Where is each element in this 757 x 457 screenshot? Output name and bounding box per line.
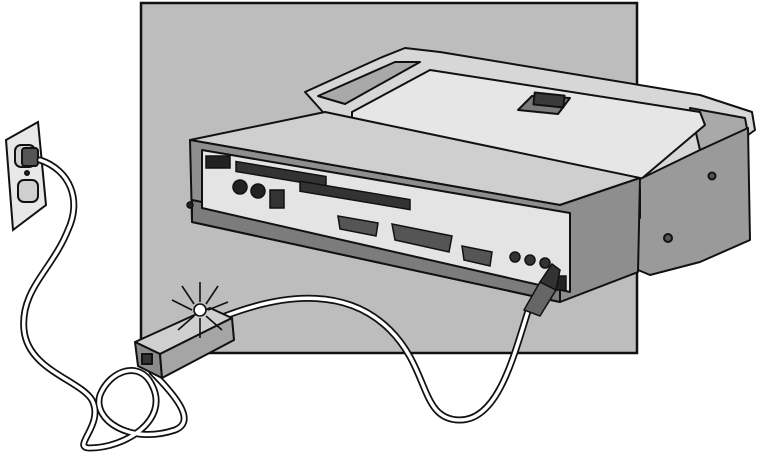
outlet-plate	[4, 120, 48, 232]
latch-indicator	[532, 91, 566, 109]
ps2-port-keyboard	[250, 183, 266, 199]
wall-outlet	[4, 120, 48, 232]
left-rail	[317, 61, 421, 105]
audio-line-in	[509, 251, 521, 263]
device-bay-label	[205, 155, 231, 169]
dc-cord	[218, 296, 532, 422]
dc-plug	[522, 262, 561, 317]
side-screw-2	[707, 171, 717, 181]
outlet-receptacle-bottom	[17, 179, 39, 203]
cables	[20, 156, 534, 452]
adapter-cord-socket	[141, 353, 153, 365]
ac-cord	[21, 158, 186, 450]
plug	[21, 147, 39, 167]
lock-slot	[186, 201, 194, 209]
audio-headphone	[539, 257, 551, 269]
audio-mic	[524, 254, 536, 266]
pc-card-slot-1	[235, 160, 327, 188]
pc-card-slot-2	[299, 180, 411, 211]
outlet-screw	[24, 170, 30, 176]
adapter-side	[159, 317, 235, 379]
ps2-port-mouse	[232, 179, 248, 195]
usb-ports	[269, 189, 285, 209]
serial-port	[337, 215, 379, 237]
vga-port	[461, 245, 493, 267]
parallel-port	[391, 223, 453, 253]
rear-ports	[186, 155, 567, 291]
ac-power-adapter	[134, 307, 235, 379]
power-indicator-light	[171, 282, 229, 338]
side-screw	[663, 233, 673, 243]
